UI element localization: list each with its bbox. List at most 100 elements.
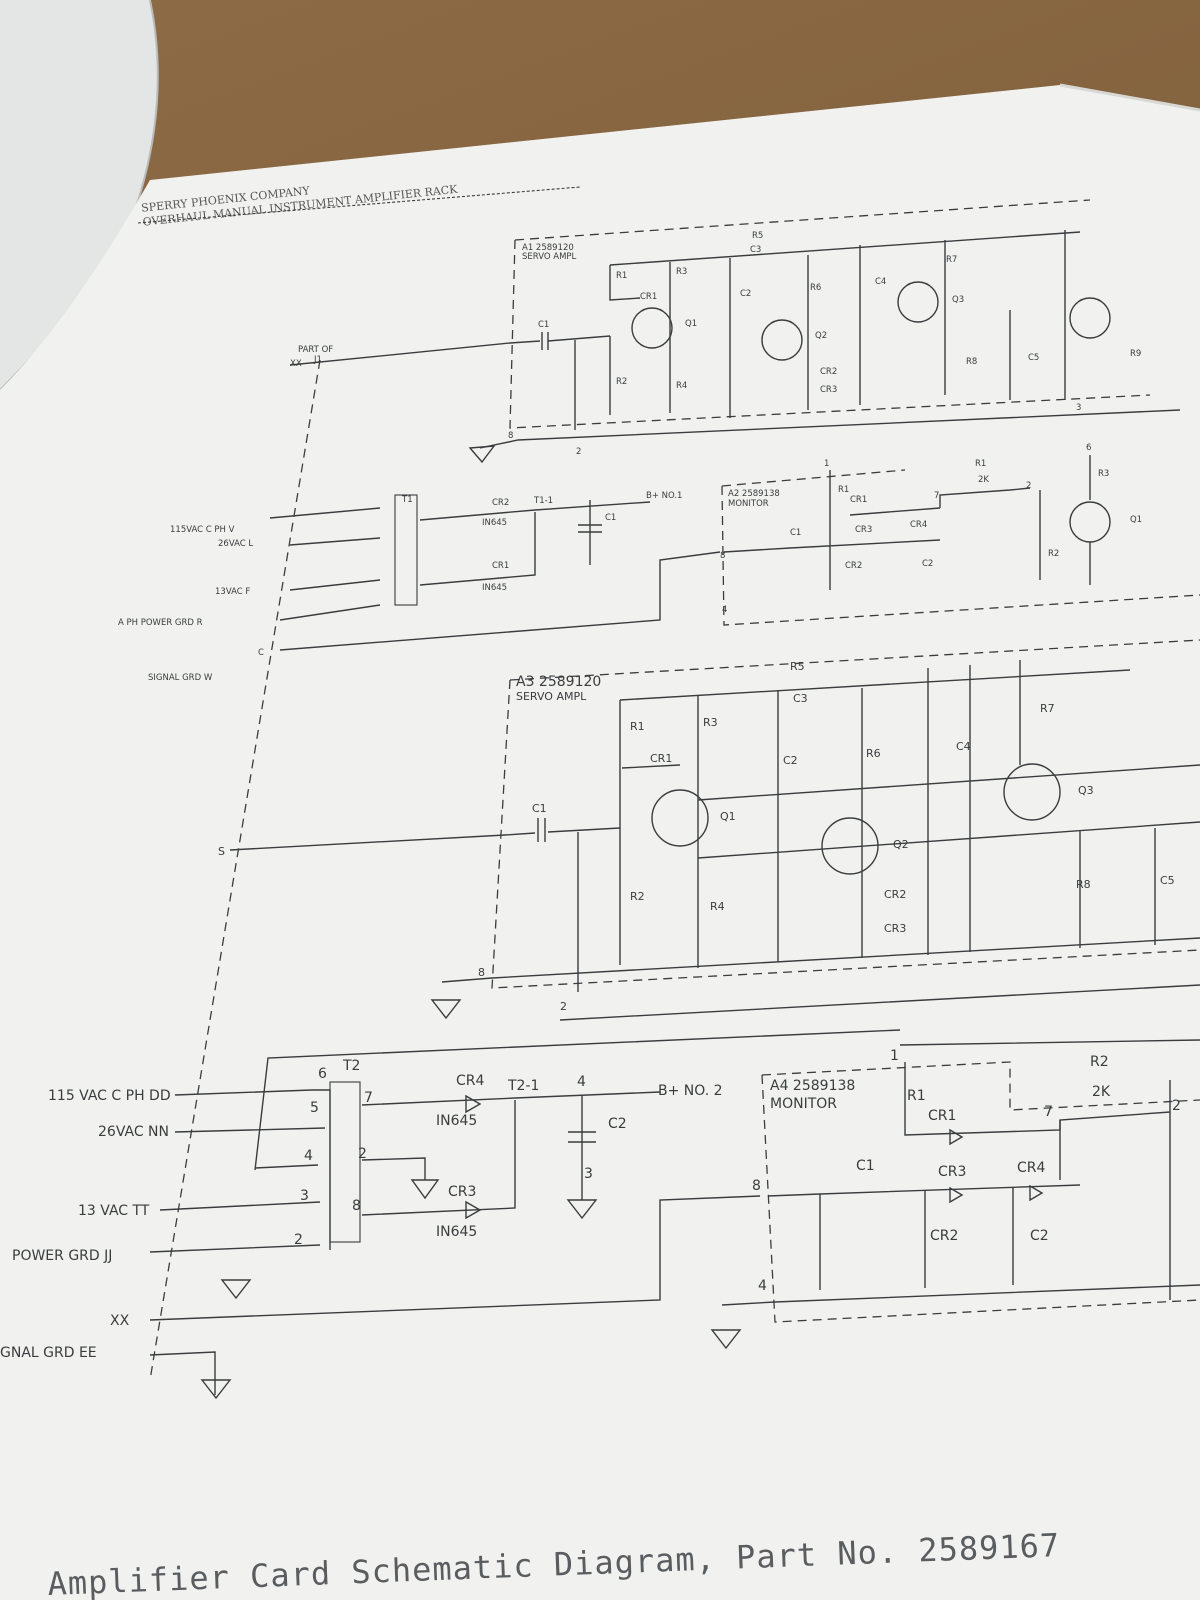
a3-r3-label: R3 bbox=[703, 716, 718, 729]
a1-r7-label: R7 bbox=[946, 255, 957, 265]
a4-r1-label: R1 bbox=[907, 1088, 926, 1104]
t2-pin7: 7 bbox=[364, 1090, 373, 1106]
a3-cr1-label: CR1 bbox=[650, 752, 672, 765]
a3-r5-label: R5 bbox=[790, 660, 805, 673]
conn-nn-label: 26VAC NN bbox=[98, 1124, 169, 1140]
a4-cr3-label: CR3 bbox=[938, 1164, 966, 1180]
conn-r-label: A PH POWER GRD R bbox=[118, 618, 203, 628]
conn-l-label: 26VAC L bbox=[218, 539, 253, 549]
a3-q3-transistor bbox=[1003, 763, 1061, 821]
a1-cr2-label: CR2 bbox=[820, 367, 837, 377]
a2-title: A2 2589138 bbox=[728, 489, 780, 499]
card-a1-servo-amp: A1 2589120 SERVO AMPL PART OF XX J1 C1 Q… bbox=[289, 199, 1181, 464]
t1-label: T1 bbox=[401, 495, 413, 505]
connector-j1-boundary bbox=[149, 359, 321, 1381]
a2-pin2: 2 bbox=[1026, 481, 1031, 491]
t2-pin8: 8 bbox=[352, 1198, 361, 1214]
j1-label: J1 bbox=[313, 355, 322, 365]
a1-c3-label: C3 bbox=[750, 245, 761, 255]
a2-pin6: 6 bbox=[1086, 443, 1091, 453]
a1-r2-label: R2 bbox=[616, 377, 627, 387]
t1-cr1-label: CR1 bbox=[492, 561, 509, 571]
t1-cr1-type: IN645 bbox=[482, 583, 507, 593]
a3-q1-label: Q1 bbox=[720, 810, 736, 823]
a2-cr3-label: CR3 bbox=[855, 525, 872, 535]
a2-pin7: 7 bbox=[934, 491, 939, 501]
conn-v-label: 115VAC C PH V bbox=[170, 525, 235, 535]
conn-xx-label: XX bbox=[110, 1313, 130, 1329]
a3-q2-transistor bbox=[821, 817, 879, 875]
t2-c2-label: C2 bbox=[608, 1116, 627, 1132]
a2-pin3: 3 bbox=[1076, 403, 1081, 413]
t2-pin2: 2 bbox=[294, 1232, 303, 1248]
t1-c1-label: C1 bbox=[605, 513, 616, 523]
a4-cr1-label: CR1 bbox=[928, 1108, 956, 1124]
conn-w-label: SIGNAL GRD W bbox=[148, 673, 213, 683]
left-page-edge bbox=[0, 0, 158, 390]
a1-r6-label: R6 bbox=[810, 283, 821, 293]
t2-c2-pin4: 4 bbox=[577, 1074, 586, 1090]
a1-c5-label: C5 bbox=[1028, 353, 1039, 363]
a1-r9-label: R9 bbox=[1130, 349, 1141, 359]
a4-2k-label: 2K bbox=[1092, 1084, 1111, 1100]
a3-cr2-label: CR2 bbox=[884, 888, 906, 901]
a2-r1b-label: R1 bbox=[975, 459, 986, 469]
card-a4-monitor: A4 2589138 MONITOR R1 CR1 C1 CR3 CR4 CR2… bbox=[710, 1039, 1200, 1350]
a1-cr3-label: CR3 bbox=[820, 385, 837, 395]
a1-q1-label: Q1 bbox=[685, 319, 697, 329]
a4-cr2-label: CR2 bbox=[930, 1228, 958, 1244]
a3-r4-label: R4 bbox=[710, 900, 725, 913]
a1-q4-transistor bbox=[1069, 297, 1111, 339]
t1-section: 115VAC C PH V 26VAC L 13VAC F A PH POWER… bbox=[118, 491, 721, 683]
supply-b2-label: B+ NO. 2 bbox=[658, 1083, 723, 1099]
conn-s-label: S bbox=[218, 845, 225, 858]
a2-q1-label: Q1 bbox=[1130, 515, 1142, 525]
t1-tap-label: T1-1 bbox=[533, 496, 553, 506]
t2-section: 115 VAC C PH DD 26VAC NN 13 VAC TT POWER… bbox=[0, 1029, 901, 1400]
t2-pin4: 4 bbox=[304, 1148, 313, 1164]
a2-pin1: 1 bbox=[824, 459, 829, 469]
a1-c2-label: C2 bbox=[740, 289, 751, 299]
t2-cr4-label: CR4 bbox=[456, 1073, 485, 1089]
a3-pin8: 8 bbox=[478, 966, 485, 979]
a3-c5-label: C5 bbox=[1160, 874, 1175, 887]
a3-c1-label: C1 bbox=[532, 802, 547, 815]
t2-transformer bbox=[329, 1081, 361, 1243]
a3-q3-label: Q3 bbox=[1078, 784, 1094, 797]
a4-c1-label: C1 bbox=[856, 1158, 875, 1174]
conn-tt-label: 13 VAC TT bbox=[78, 1203, 150, 1219]
a3-subtitle: SERVO AMPL bbox=[516, 690, 587, 703]
t2-pin3: 3 bbox=[300, 1188, 309, 1204]
a3-r2-label: R2 bbox=[630, 890, 645, 903]
a4-subtitle: MONITOR bbox=[770, 1096, 837, 1112]
a2-c2-label: C2 bbox=[922, 559, 933, 569]
t2-tap-label: T2-1 bbox=[507, 1078, 539, 1094]
t1-cr2-label: CR2 bbox=[492, 498, 509, 508]
a2-2k-label: 2K bbox=[978, 475, 989, 485]
a4-pin4: 4 bbox=[758, 1278, 767, 1294]
a4-pin2: 2 bbox=[1172, 1098, 1181, 1114]
a2-cr4-label: CR4 bbox=[910, 520, 927, 530]
a1-cr1-label: CR1 bbox=[640, 292, 657, 302]
a3-r8-label: R8 bbox=[1076, 878, 1091, 891]
a3-cr3-label: CR3 bbox=[884, 922, 906, 935]
part-of-label: PART OF bbox=[298, 345, 333, 355]
a1-q3-label: Q3 bbox=[952, 295, 964, 305]
a2-c1-label: C1 bbox=[790, 528, 801, 538]
a2-r1-label: R1 bbox=[838, 485, 849, 495]
a2-pin4: 4 bbox=[722, 605, 727, 615]
a2-r3-label: R3 bbox=[1098, 469, 1109, 479]
a1-c1-label: C1 bbox=[538, 320, 549, 330]
a1-r3-label: R3 bbox=[676, 267, 687, 277]
a3-q1-transistor bbox=[651, 789, 709, 847]
a3-q2-label: Q2 bbox=[893, 838, 909, 851]
conn-dd-label: 115 VAC C PH DD bbox=[48, 1088, 171, 1104]
a1-r5-label: R5 bbox=[752, 231, 763, 241]
a1-q2-transistor bbox=[761, 319, 803, 361]
t2-label: T2 bbox=[342, 1058, 360, 1074]
a1-r8-label: R8 bbox=[966, 357, 977, 367]
a4-pin7: 7 bbox=[1044, 1104, 1053, 1120]
a2-pin8: 8 bbox=[720, 551, 725, 561]
a3-title: A3 2589120 bbox=[516, 674, 601, 690]
a1-subtitle: SERVO AMPL bbox=[522, 252, 577, 262]
